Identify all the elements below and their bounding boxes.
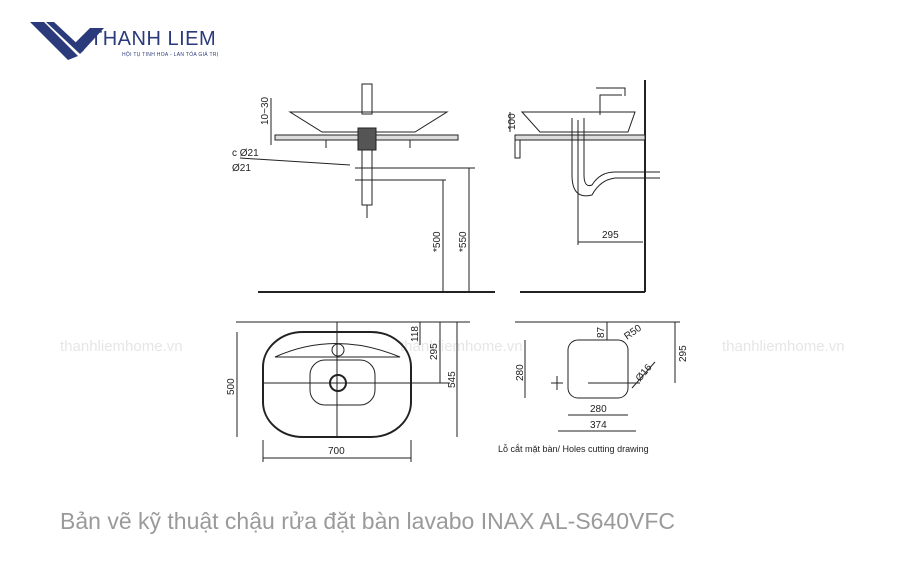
front-view: 10~30 c Ø21 Ø21 *500 *550 [232,83,495,293]
dim-545-label: 545 [447,371,458,388]
page-caption: Bản vẽ kỹ thuật chậu rửa đặt bàn lavabo … [60,508,676,534]
dim-118-label: 118 [410,326,421,342]
dim-r50-label: R50 [622,323,644,343]
pipe-label-2: Ø21 [232,163,251,174]
pipe-label-1: c Ø21 [232,148,259,159]
side-view: 100 295 [507,80,660,293]
dim-100-label: 100 [507,113,518,130]
dim-295-label: 295 [678,345,689,362]
dim-500-label: 500 [226,378,237,395]
top-view: 500 700 118 295 545 [226,321,470,462]
watermark: thanhliemhome.vn [60,338,183,355]
dim-295-label: 295 [602,230,619,241]
watermark: thanhliemhome.vn [722,338,845,355]
brand-name: THANH LIEM [90,28,217,50]
dim-rim-label: 10~30 [260,96,271,125]
watermark: thanhliemhome.vn [400,338,523,355]
thanh-liem-logo-mark [30,22,104,60]
holes-caption: Lỗ cắt mặt bàn/ Holes cutting drawing [498,444,649,454]
holes-cutting-view: 87 R50 295 280 Ø16 280 374 Lỗ cắt mặt bà… [498,321,689,454]
dim-280v-label: 280 [515,364,526,381]
dim-500-label: *500 [432,231,443,252]
dim-374-label: 374 [590,420,607,431]
dim-550-label: *550 [458,231,469,252]
brand-tagline: HỘI TỤ TINH HOA - LAN TỎA GIÁ TRỊ [122,52,219,58]
dim-87-label: 87 [596,326,607,338]
dim-280h-label: 280 [590,404,607,415]
dim-295-label: 295 [429,343,440,360]
dim-700-label: 700 [328,446,345,457]
